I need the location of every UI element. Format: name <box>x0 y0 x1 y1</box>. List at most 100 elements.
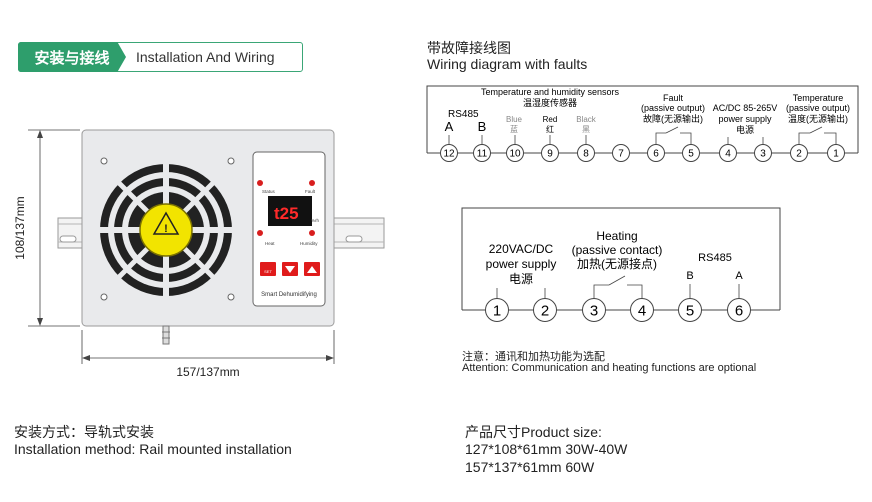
basic-terminal-strip: 1 2 3 4 5 6 <box>485 298 751 322</box>
width-dim-label: 157/137mm <box>176 365 239 379</box>
fault-terminal <box>577 144 595 162</box>
arrow-up-icon <box>307 266 317 273</box>
basic-terminal <box>533 298 557 322</box>
width-dimension <box>81 330 335 364</box>
fault-terminal <box>541 144 559 162</box>
basic-power-en2: power supply <box>486 257 557 271</box>
basic-terminal <box>582 298 606 322</box>
fault-terminal-label: 11 <box>477 149 488 160</box>
product-size-title: 产品尺寸Product size: <box>465 424 602 440</box>
brand-label: Smart Dehumidifying <box>261 292 317 298</box>
basic-terminal-label: 6 <box>735 302 743 319</box>
basic-b-label: B <box>686 270 693 282</box>
fault-terminal <box>473 144 491 162</box>
sensor-label-cn: 温湿度传感器 <box>523 97 577 108</box>
basic-terminal <box>727 298 751 322</box>
label-fault: Fault <box>305 189 316 194</box>
product-size-line2: 157*137*61mm 60W <box>465 459 595 475</box>
fault-power-en2: power supply <box>718 114 772 124</box>
fault-output-en2: (passive output) <box>641 103 705 113</box>
basic-power-cn: 电源 <box>509 272 533 286</box>
fault-terminal <box>827 144 845 162</box>
temp-output-cn: 温度(无源输出) <box>788 113 848 124</box>
fault-terminal-label: 5 <box>688 149 694 160</box>
basic-power-en1: 220VAC/DC <box>489 242 554 256</box>
install-method-cn: 安装方式：导轨式安装 <box>14 424 154 440</box>
fault-terminal-label: 12 <box>443 149 455 160</box>
wire-black-en: Black <box>576 115 597 124</box>
basic-heat-en1: Heating <box>596 229 637 243</box>
fault-terminal-label: 10 <box>509 149 521 160</box>
basic-heat-cn: 加热(无源接点) <box>577 256 657 271</box>
section-tag-en: Installation And Wiring <box>136 49 275 65</box>
svg-text:SET: SET <box>264 269 272 274</box>
basic-rs485: RS485 <box>698 252 732 264</box>
fault-terminal-label: 9 <box>547 149 553 160</box>
temp-output-en2: (passive output) <box>786 103 850 113</box>
note-cn: 注意：通讯和加热功能为选配 <box>462 351 605 363</box>
fault-rs485-label: RS485 <box>448 109 479 120</box>
fault-terminal <box>612 144 630 162</box>
label-humidity: Humidity <box>300 241 318 246</box>
product-size-line1: 127*108*61mm 30W-40W <box>465 441 628 457</box>
label-heat: Heat <box>265 241 275 246</box>
display-unit: %rh <box>311 218 319 223</box>
screw-hole <box>227 293 235 301</box>
wire-black-cn: 黑 <box>582 125 590 134</box>
sensor-label-en: Temperature and humidity sensors <box>481 87 620 97</box>
fault-terminal-label: 7 <box>618 149 624 160</box>
temp-output-en1: Temperature <box>793 93 844 103</box>
basic-terminal-label: 4 <box>638 302 646 319</box>
fault-terminal-label: 3 <box>760 149 766 160</box>
basic-terminal-label: 2 <box>541 302 549 319</box>
set-button[interactable]: SET <box>260 262 276 276</box>
fault-power-en1: AC/DC 85-265V <box>713 103 778 113</box>
height-dim-label: 108/137mm <box>13 196 27 259</box>
fault-terminal-label: 2 <box>796 149 802 160</box>
basic-terminal <box>630 298 654 322</box>
fault-terminal-label: 1 <box>833 149 839 160</box>
wire-red-en: Red <box>543 115 558 124</box>
fault-b-label: B <box>478 119 487 134</box>
fault-output-en1: Fault <box>663 93 684 103</box>
wire-blue-en: Blue <box>506 115 523 124</box>
section-tag-cn: 安装与接线 <box>18 42 126 72</box>
screw-hole <box>100 293 108 301</box>
fault-terminal <box>682 144 700 162</box>
fault-power-cn: 电源 <box>736 124 754 135</box>
fault-output-cn: 故障(无源输出) <box>643 113 703 124</box>
fault-terminal <box>754 144 772 162</box>
basic-terminal-label: 5 <box>686 302 694 319</box>
label-status: Status <box>262 189 276 194</box>
basic-a-label: A <box>735 270 743 282</box>
warning-icon <box>152 211 180 235</box>
basic-terminal-label: 1 <box>493 302 501 319</box>
display-value: t25 <box>274 204 299 223</box>
install-method-en: Installation method: Rail mounted instal… <box>14 441 292 457</box>
fault-terminal <box>440 144 458 162</box>
fault-terminal-label: 8 <box>583 149 589 160</box>
fault-terminal <box>790 144 808 162</box>
screw-hole <box>100 157 108 165</box>
warning-symbol: ! <box>164 223 168 235</box>
basic-terminal <box>485 298 509 322</box>
basic-terminal-label: 3 <box>590 302 598 319</box>
fan-guard <box>96 160 236 300</box>
height-dimension <box>28 129 80 327</box>
up-button[interactable] <box>304 262 320 276</box>
fault-diagram-title-cn: 带故障接线图 <box>427 40 511 56</box>
note-en: Attention: Communication and heating fun… <box>462 362 757 374</box>
fault-diagram-title-en: Wiring diagram with faults <box>427 56 588 72</box>
drain-nozzle <box>162 325 170 345</box>
fault-a-label: A <box>445 119 454 134</box>
arrow-down-icon <box>285 266 295 273</box>
fault-terminal <box>506 144 524 162</box>
led-display <box>268 196 312 226</box>
fault-terminal <box>719 144 737 162</box>
screw-hole <box>227 157 235 165</box>
down-button[interactable] <box>282 262 298 276</box>
